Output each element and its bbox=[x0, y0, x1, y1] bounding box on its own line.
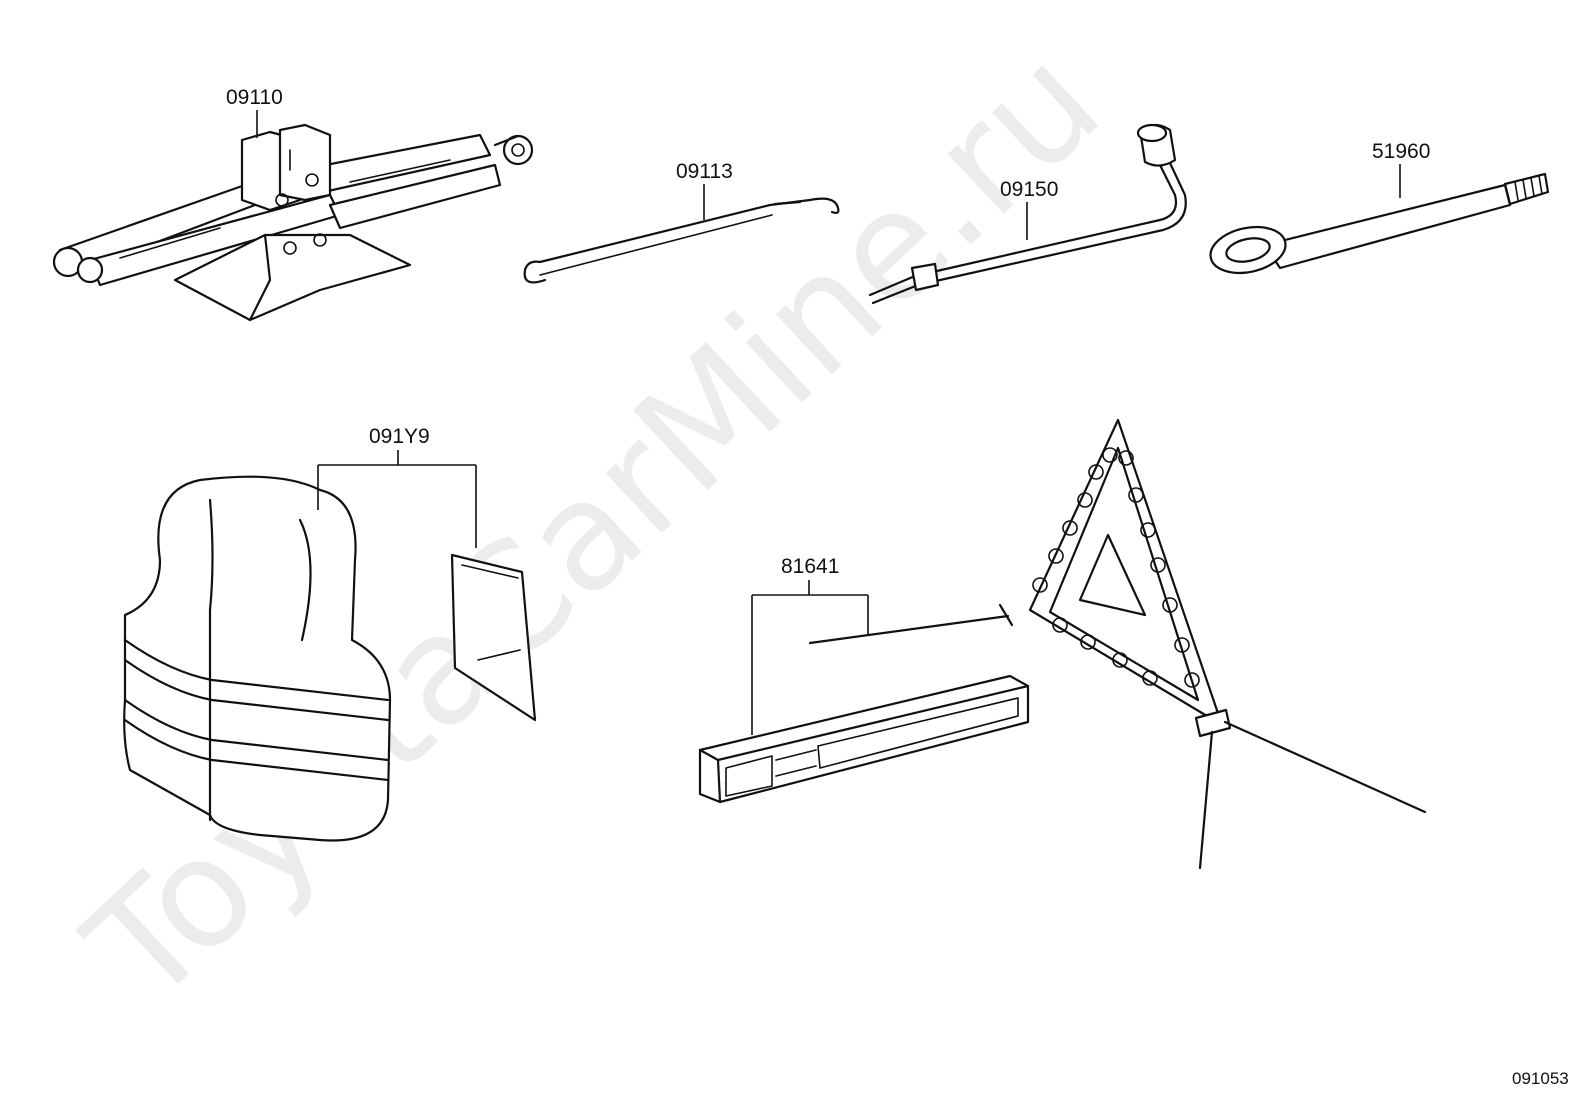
part-label-jack-handle: 09113 bbox=[676, 160, 733, 183]
scissor-jack-icon bbox=[52, 123, 534, 322]
safety-vest-icon bbox=[123, 475, 537, 842]
part-label-wheel-wrench: 09150 bbox=[1000, 178, 1058, 201]
jack-handle-hook-icon bbox=[523, 197, 840, 284]
part-label-tire-tool: 51960 bbox=[1372, 140, 1430, 163]
part-label-warning-triangle: 81641 bbox=[781, 555, 839, 578]
figure-number: 091053 bbox=[1512, 1069, 1569, 1088]
lug-wrench-icon bbox=[868, 123, 1187, 305]
warning-triangle-icon bbox=[698, 418, 1427, 870]
ring-wrench-extension-icon bbox=[1209, 172, 1550, 275]
part-label-jack: 09110 bbox=[226, 86, 283, 109]
part-label-safety-vest-kit: 091Y9 bbox=[369, 425, 430, 448]
